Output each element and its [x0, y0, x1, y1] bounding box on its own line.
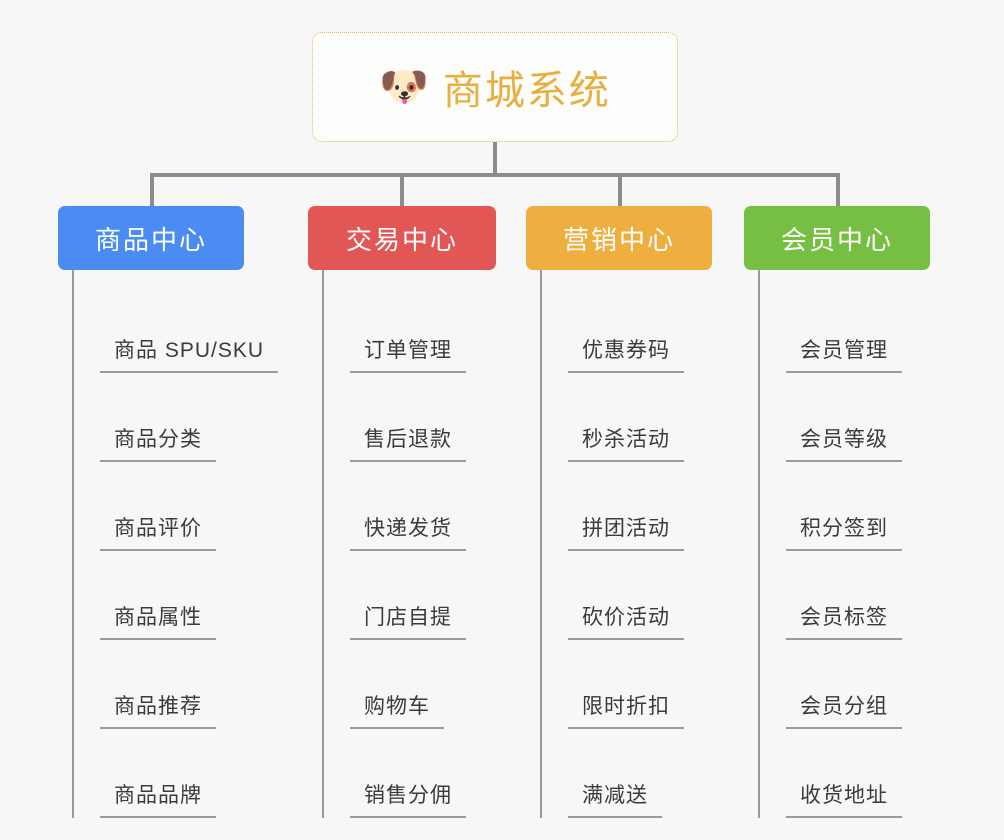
list-item[interactable]: 砍价活动: [542, 551, 756, 640]
leaf-label: 商品属性: [100, 601, 216, 640]
list-item[interactable]: 购物车: [324, 640, 538, 729]
list-item[interactable]: 商品品牌: [74, 729, 288, 818]
list-item[interactable]: 拼团活动: [542, 462, 756, 551]
leaf-label: 优惠券码: [568, 334, 684, 373]
list-item[interactable]: 商品评价: [74, 462, 288, 551]
list-item[interactable]: 售后退款: [324, 373, 538, 462]
connector-bus-bar: [150, 173, 840, 177]
leaf-label: 商品分类: [100, 423, 216, 462]
root-node[interactable]: 🐶 商城系统: [312, 32, 678, 142]
leaf-label: 订单管理: [350, 334, 466, 373]
leaf-label: 收货地址: [786, 779, 902, 818]
leaf-label: 商品评价: [100, 512, 216, 551]
list-item[interactable]: 会员管理: [760, 284, 974, 373]
list-item[interactable]: 订单管理: [324, 284, 538, 373]
branch-header-marketing-center[interactable]: 营销中心: [526, 206, 712, 270]
connector-drop-1: [150, 173, 154, 206]
leaf-label: 商品推荐: [100, 690, 216, 729]
leaf-label: 拼团活动: [568, 512, 684, 551]
dog-face-icon: 🐶: [379, 65, 429, 109]
leaf-label: 限时折扣: [568, 690, 684, 729]
list-item[interactable]: 商品推荐: [74, 640, 288, 729]
list-item[interactable]: 商品分类: [74, 373, 288, 462]
list-item[interactable]: 会员等级: [760, 373, 974, 462]
leaf-label: 会员分组: [786, 690, 902, 729]
root-title: 商城系统: [442, 69, 611, 113]
leaf-label: 砍价活动: [568, 601, 684, 640]
branch-header-member-center[interactable]: 会员中心: [744, 206, 930, 270]
leaf-label: 购物车: [350, 690, 444, 729]
branch-product-center: 商品中心 商品 SPU/SKU 商品分类 商品评价 商品属性 商品推荐 商品品牌: [58, 206, 288, 818]
list-item[interactable]: 快递发货: [324, 462, 538, 551]
leaf-label: 门店自提: [350, 601, 466, 640]
leaf-list-product-center: 商品 SPU/SKU 商品分类 商品评价 商品属性 商品推荐 商品品牌: [72, 270, 288, 818]
list-item[interactable]: 商品属性: [74, 551, 288, 640]
list-item[interactable]: 优惠券码: [542, 284, 756, 373]
list-item[interactable]: 会员分组: [760, 640, 974, 729]
leaf-label: 会员管理: [786, 334, 902, 373]
branch-marketing-center: 营销中心 优惠券码 秒杀活动 拼团活动 砍价活动 限时折扣 满减送: [526, 206, 756, 818]
list-item[interactable]: 门店自提: [324, 551, 538, 640]
list-item[interactable]: 满减送: [542, 729, 756, 818]
list-item[interactable]: 积分签到: [760, 462, 974, 551]
leaf-label: 商品 SPU/SKU: [100, 334, 279, 373]
leaf-list-marketing-center: 优惠券码 秒杀活动 拼团活动 砍价活动 限时折扣 满减送: [540, 270, 756, 818]
list-item[interactable]: 销售分佣: [324, 729, 538, 818]
leaf-label: 销售分佣: [350, 779, 466, 818]
leaf-label: 会员等级: [786, 423, 902, 462]
list-item[interactable]: 限时折扣: [542, 640, 756, 729]
branch-trade-center: 交易中心 订单管理 售后退款 快递发货 门店自提 购物车 销售分佣: [308, 206, 538, 818]
branch-header-label: 营销中心: [562, 224, 675, 255]
leaf-label: 快递发货: [350, 512, 466, 551]
list-item[interactable]: 收货地址: [760, 729, 974, 818]
list-item[interactable]: 秒杀活动: [542, 373, 756, 462]
branch-header-label: 商品中心: [94, 224, 207, 255]
branch-header-trade-center[interactable]: 交易中心: [308, 206, 496, 270]
connector-drop-3: [618, 173, 622, 206]
leaf-label: 秒杀活动: [568, 423, 684, 462]
leaf-list-trade-center: 订单管理 售后退款 快递发货 门店自提 购物车 销售分佣: [322, 270, 538, 818]
branch-member-center: 会员中心 会员管理 会员等级 积分签到 会员标签 会员分组 收货地址: [744, 206, 974, 818]
connector-drop-4: [836, 173, 840, 206]
list-item[interactable]: 会员标签: [760, 551, 974, 640]
connector-root-stem: [493, 142, 497, 176]
list-item[interactable]: 商品 SPU/SKU: [74, 284, 288, 373]
branch-header-label: 交易中心: [345, 224, 458, 255]
leaf-label: 售后退款: [350, 423, 466, 462]
leaf-label: 商品品牌: [100, 779, 216, 818]
leaf-label: 满减送: [568, 779, 662, 818]
leaf-label: 积分签到: [786, 512, 902, 551]
connector-drop-2: [400, 173, 404, 206]
leaf-list-member-center: 会员管理 会员等级 积分签到 会员标签 会员分组 收货地址: [758, 270, 974, 818]
branch-header-label: 会员中心: [780, 224, 893, 255]
leaf-label: 会员标签: [786, 601, 902, 640]
branch-header-product-center[interactable]: 商品中心: [58, 206, 244, 270]
